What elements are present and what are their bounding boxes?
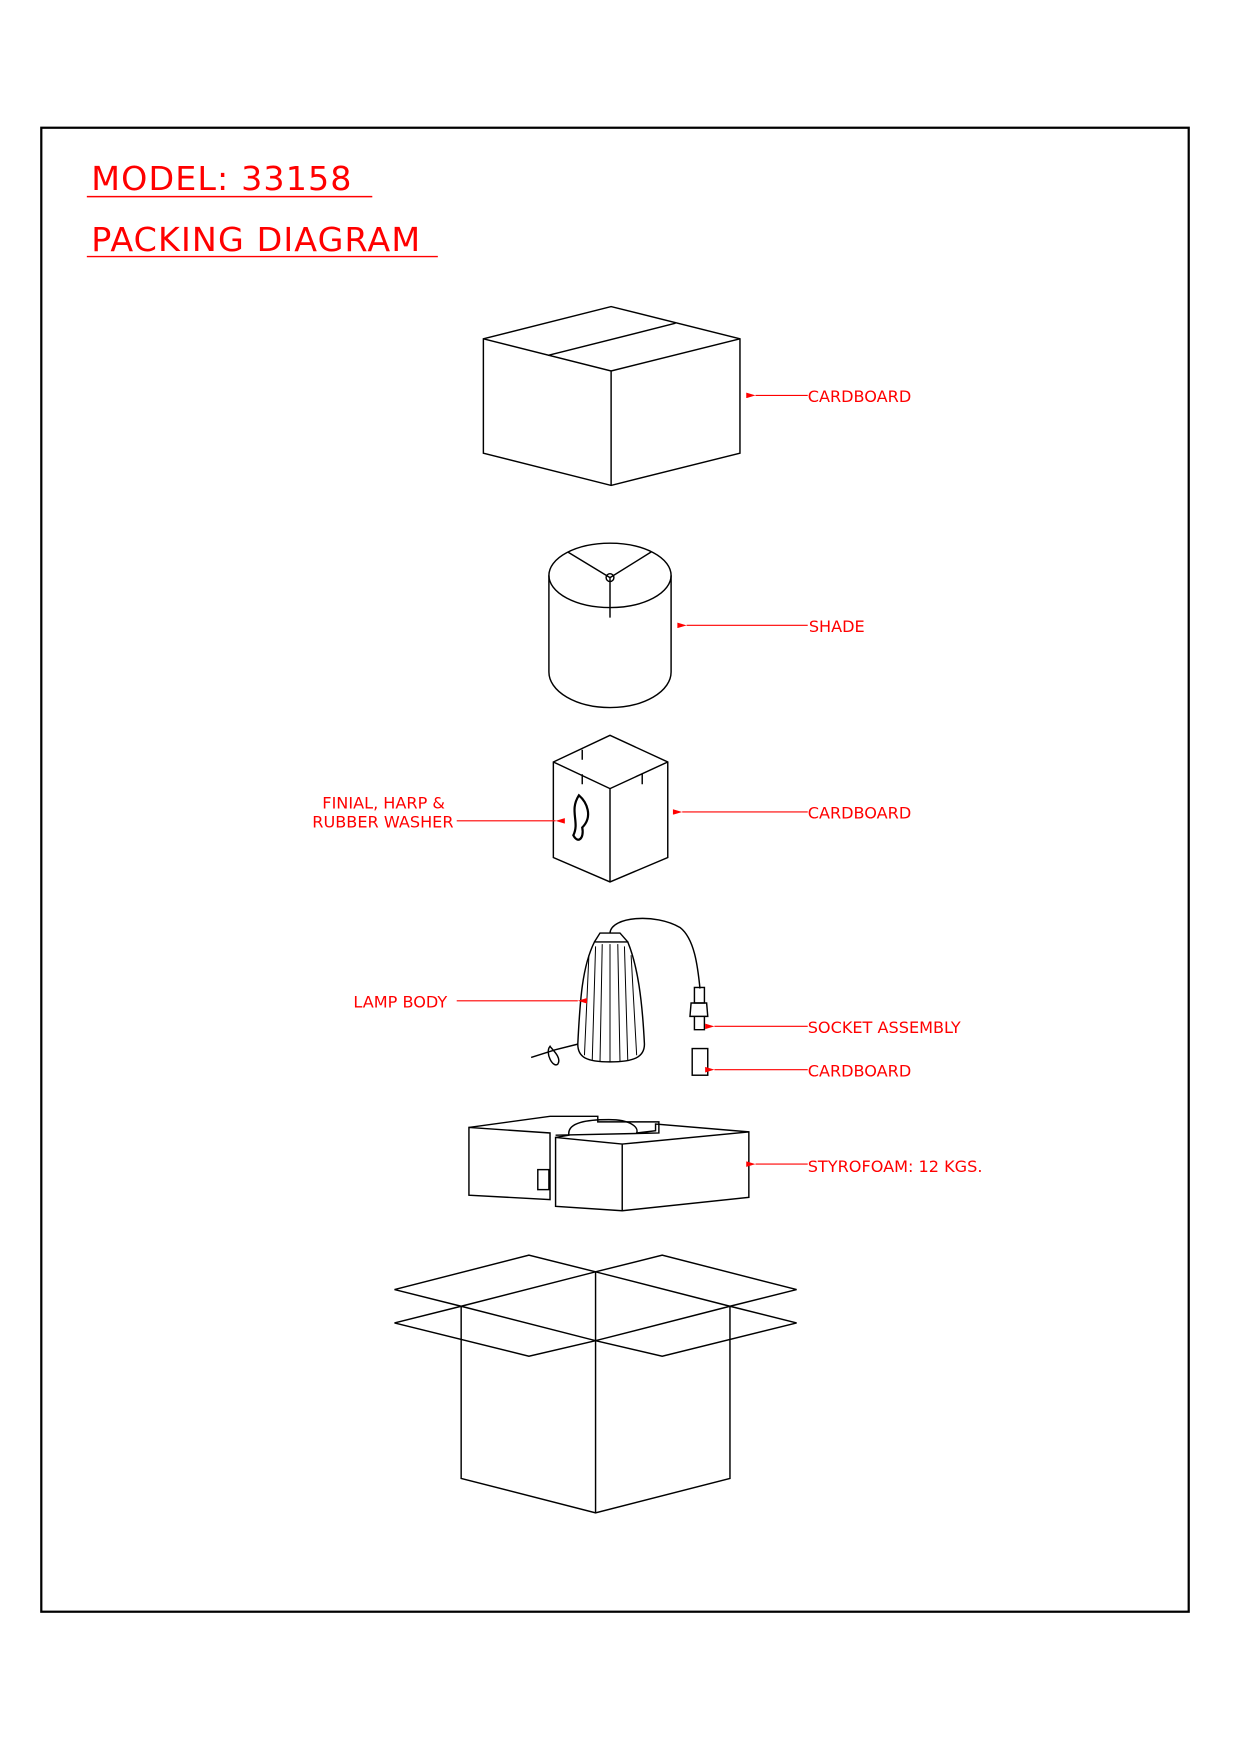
- styrofoam-block-icon: [468, 1115, 750, 1212]
- lamp-body-icon: [530, 917, 709, 1076]
- inner-cardboard-box-icon: [552, 734, 669, 883]
- outer-cardboard-box-icon: [482, 305, 741, 487]
- label-finial-harp-line1: FINIAL, HARP &: [322, 794, 445, 813]
- open-cardboard-box-icon: [394, 1254, 797, 1514]
- label-socket-assembly: SOCKET ASSEMBLY: [808, 1018, 961, 1037]
- model-title: MODEL: 33158: [91, 159, 352, 198]
- drawing-border: [40, 126, 1190, 1613]
- label-lamp-body: LAMP BODY: [353, 992, 447, 1011]
- shade-icon: [548, 542, 672, 709]
- label-finial-harp-line2: RUBBER WASHER: [312, 813, 453, 832]
- label-inner-cardboard: CARDBOARD: [808, 804, 912, 823]
- label-shade: SHADE: [809, 617, 865, 636]
- label-small-cardboard: CARDBOARD: [808, 1061, 912, 1080]
- label-styrofoam: STYROFOAM: 12 KGS.: [808, 1157, 983, 1176]
- label-outer-cardboard: CARDBOARD: [808, 387, 912, 406]
- diagram-title: PACKING DIAGRAM: [91, 220, 421, 259]
